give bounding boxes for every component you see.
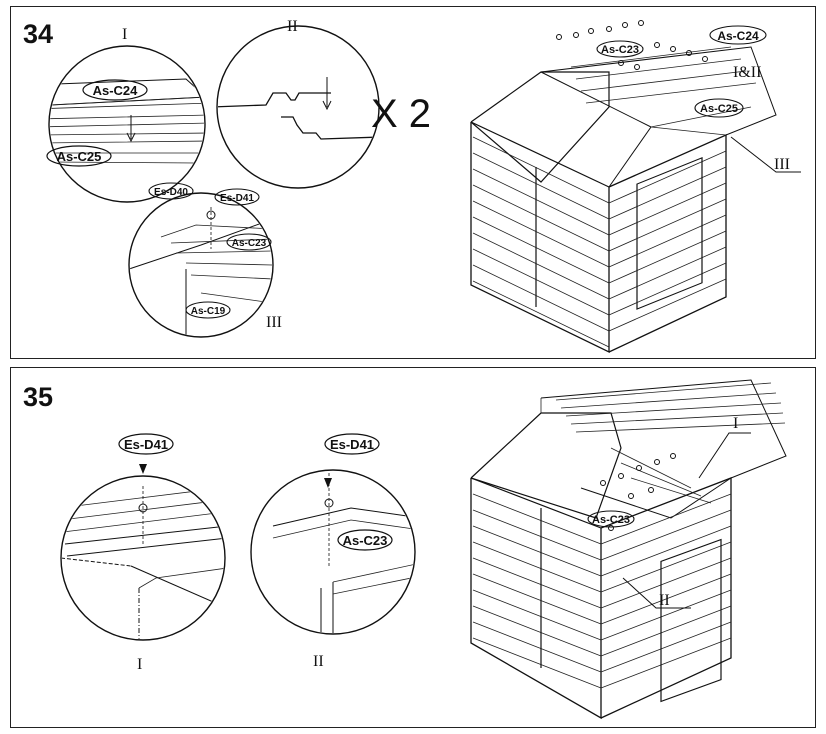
part-label-As-C25: As-C25 <box>57 149 102 164</box>
part-label-As-C23: As-C23 <box>232 238 267 249</box>
callout-I-II: I&II <box>733 64 761 81</box>
detail-I-view: I As-C24 As-C25 <box>46 26 206 203</box>
step-34-drawing: 34 I As-C24 As-C25 <box>23 18 801 354</box>
detail-II-label: II <box>313 653 324 670</box>
main-part-As-C23: As-C23 <box>592 514 630 526</box>
main-part-As-C25: As-C25 <box>700 103 738 115</box>
callout-II: II <box>659 592 670 609</box>
step-35-drawing: 35 Es-D41 I <box>23 379 787 720</box>
main-part-As-C23: As-C23 <box>601 44 639 56</box>
callout-I: I <box>733 415 738 432</box>
detail-I-label: I <box>137 656 142 673</box>
shed-drawing-step-35: As-C23 I II <box>470 379 787 720</box>
part-label-Es-D41: Es-D41 <box>330 437 374 452</box>
detail-III-view: Es-D40 Es-D41 As-C23 As-C19 III <box>128 182 282 338</box>
part-label-As-C24: As-C24 <box>93 83 139 98</box>
multiplier-label: X 2 <box>371 92 431 136</box>
step-number: 34 <box>23 19 53 49</box>
part-label-Es-D41: Es-D41 <box>124 437 168 452</box>
screw-icons <box>556 20 708 70</box>
shed-drawing-step-34: As-C23 As-C24 I&II As-C25 III <box>470 20 801 354</box>
detail-I-view: Es-D41 I <box>60 433 226 673</box>
step-34-panel: 34 I As-C24 As-C25 <box>10 6 816 359</box>
part-label-As-C23: As-C23 <box>343 533 388 548</box>
detail-I-label: I <box>122 26 127 43</box>
step-35-panel: 35 Es-D41 I <box>10 367 816 728</box>
part-label-Es-D41: Es-D41 <box>220 193 254 204</box>
detail-II-view: II <box>216 18 380 189</box>
step-number: 35 <box>23 382 53 412</box>
part-label-As-C19: As-C19 <box>191 306 226 317</box>
detail-II-label: II <box>287 18 298 35</box>
part-label-Es-D40: Es-D40 <box>154 187 188 198</box>
detail-II-view: Es-D41 As-C23 II <box>250 433 416 670</box>
callout-III: III <box>774 156 790 173</box>
main-part-As-C24: As-C24 <box>717 29 759 43</box>
detail-III-label: III <box>266 314 282 331</box>
screw-icons <box>600 453 676 531</box>
